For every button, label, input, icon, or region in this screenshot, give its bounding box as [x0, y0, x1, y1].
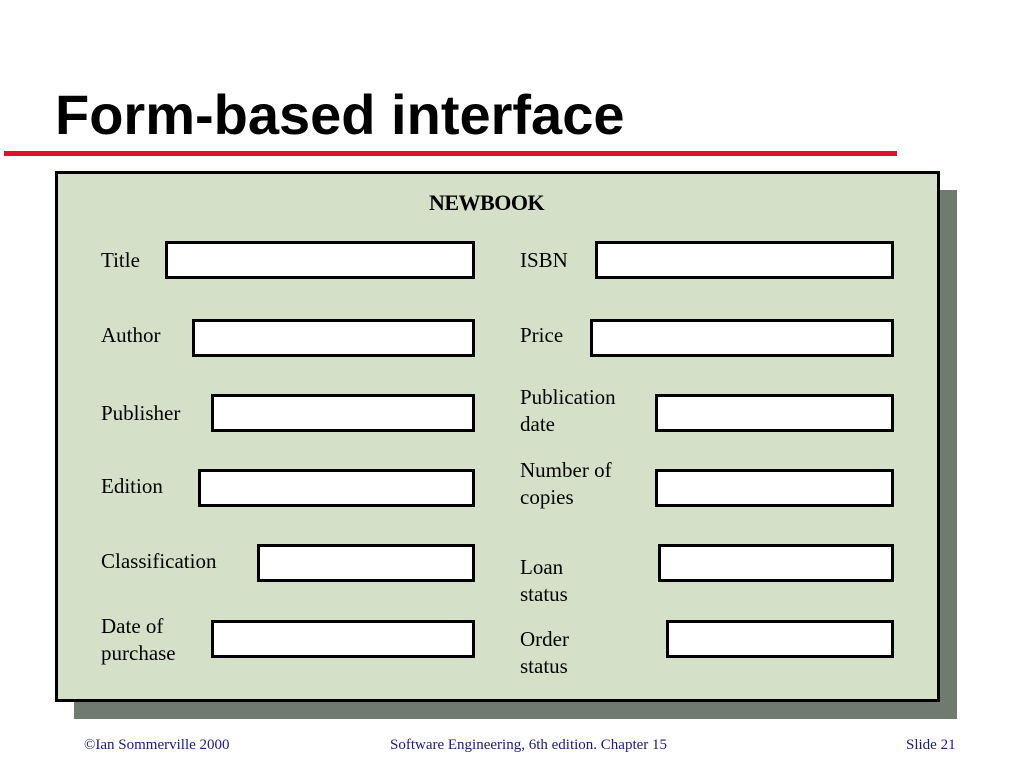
publication-date-field[interactable]: [655, 394, 894, 432]
title-label: Title: [101, 248, 140, 272]
classification-label: Classification: [101, 549, 217, 573]
number-of-copies-label: Number of copies: [520, 458, 612, 509]
slide-title: Form-based interface: [55, 83, 625, 146]
date-of-purchase-field[interactable]: [211, 620, 475, 658]
number-of-copies-field[interactable]: [655, 469, 894, 507]
date-of-purchase-label: Date of purchase: [101, 614, 176, 665]
footer-slide-number: Slide 21: [906, 737, 956, 753]
isbn-label: ISBN: [520, 248, 568, 272]
footer-book-reference: Software Engineering, 6th edition. Chapt…: [390, 737, 668, 753]
publisher-label: Publisher: [101, 401, 181, 425]
footer-copyright: ©Ian Sommerville 2000: [84, 737, 230, 753]
publisher-field[interactable]: [211, 394, 475, 432]
author-label: Author: [101, 323, 161, 347]
edition-field[interactable]: [198, 469, 475, 507]
price-label: Price: [520, 323, 564, 347]
order-status-label: Order status: [520, 627, 569, 678]
form-heading: NEWBOOK: [429, 190, 545, 215]
loan-status-label: Loan status: [520, 555, 568, 606]
order-status-field[interactable]: [666, 620, 894, 658]
title-divider: [4, 151, 897, 156]
classification-field[interactable]: [257, 544, 475, 582]
loan-status-field[interactable]: [658, 544, 894, 582]
author-field[interactable]: [192, 319, 475, 357]
publication-date-label: Publication date: [520, 385, 616, 436]
title-field[interactable]: [165, 241, 475, 279]
edition-label: Edition: [101, 474, 163, 498]
isbn-field[interactable]: [595, 241, 894, 279]
price-field[interactable]: [590, 319, 894, 357]
